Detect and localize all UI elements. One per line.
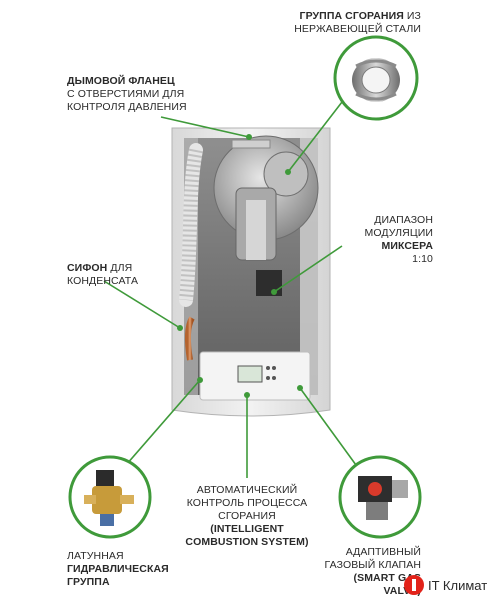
fan-assembly [213,135,319,261]
brand-logo: IT Климат [404,574,487,596]
brass-detail [68,455,152,539]
brand-logo-icon [404,575,424,595]
label-combustion-group: ГРУППА СГОРАНИЯ ИЗ НЕРЖАВЕЮЩЕЙ СТАЛИ [294,10,421,35]
control-box [199,351,311,401]
coil-detail [333,35,419,121]
brand-logo-text: IT Климат [428,577,488,593]
label-flue-flange: ДЫМОВОЙ ФЛАНЕЦ С ОТВЕРСТИЯМИ ДЛЯ КОНТРОЛ… [67,75,187,113]
label-gas-valve: АДАПТИВНЫЙ ГАЗОВЫЙ КЛАПАН (SMART GAS VAL… [324,546,421,597]
leader-lines [103,101,357,478]
copper-pipes [184,260,302,361]
label-mixer-range: ДИАПАЗОН МОДУЛЯЦИИ МИКСЕРА 1:10 [364,214,433,265]
label-brass-group: ЛАТУННАЯ ГИДРАВЛИЧЕСКАЯ ГРУППА [67,550,169,588]
flex-hose [179,143,203,307]
label-siphon: СИФОН ДЛЯ КОНДЕНСАТА [67,262,139,287]
valve-detail [338,455,422,539]
label-auto-control: АВТОМАТИЧЕСКИЙ КОНТРОЛЬ ПРОЦЕССА СГОРАНИ… [185,484,309,548]
leader-dots [177,134,303,398]
